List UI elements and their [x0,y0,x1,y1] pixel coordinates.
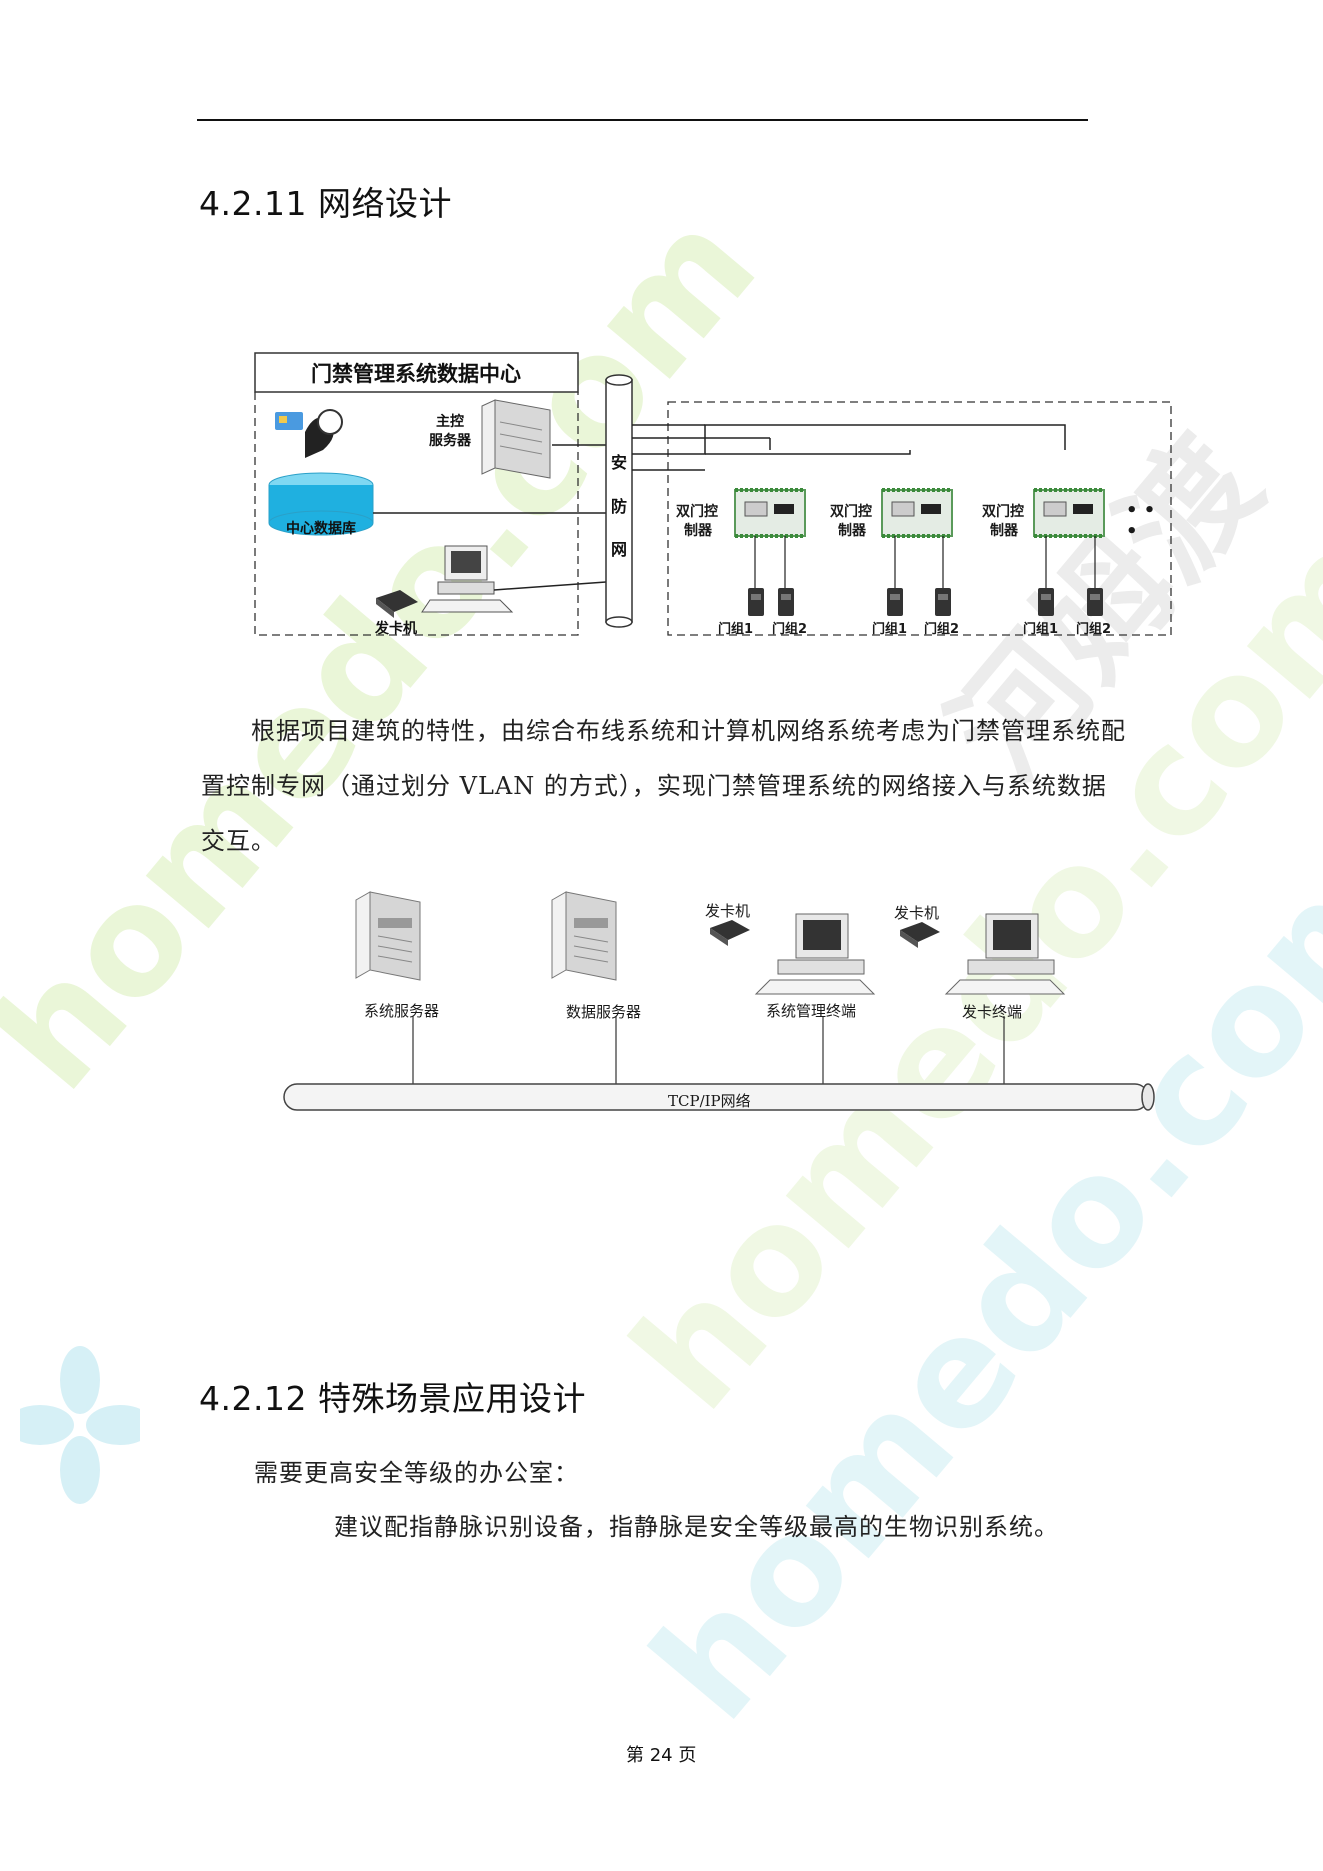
controller-label-1: 双门控 [830,504,872,520]
section-title-special-scenario: 4.2.12 特殊场景应用设计 [199,1379,586,1418]
backbone-char-2: 防 [611,497,627,516]
controller-board-icon [1033,488,1105,538]
controller-label-2: 制器 [684,523,712,539]
header-rule [197,119,1088,121]
central-database-icon [268,472,374,536]
door-group-1-label: 门组1 [718,622,754,637]
tcpip-network-diagram [283,891,1155,1111]
controller-group-3: 双门控 制器 门组1 门组2 • • • [978,450,1168,640]
backbone-char-3: 网 [611,540,627,559]
controller-board-icon [734,488,806,538]
controller-board-icon [881,488,953,538]
paragraph-high-security-office: 需要更高安全等级的办公室： [254,1459,579,1487]
main-server-icon [481,399,551,479]
page-number: 第 24 页 [626,1745,697,1766]
door-reader-2-icon [1087,588,1103,616]
door-group-1-label: 门组1 [1023,622,1059,637]
node-label-management-terminal: 系统管理终端 [766,1002,857,1020]
door-group-2-label: 门组2 [924,622,960,637]
controllers-panel [667,401,1172,636]
bus-label: TCP/IP网络 [668,1092,751,1110]
door-reader-1-icon [748,588,764,616]
workstation-icon [421,545,514,613]
door-group-1-label: 门组1 [872,622,908,637]
controller-group-1: 双门控 制器 门组1 门组2 [670,450,840,640]
backbone-char-1: 安 [611,453,627,472]
security-network-backbone [605,374,633,628]
door-reader-1-icon [887,588,903,616]
card-issuer-icon-2 [900,922,940,948]
more-controllers-ellipsis: • • • [1126,500,1156,542]
datacenter-panel: 门禁管理系统数据中心 [254,352,579,636]
node-label-system-server: 系统服务器 [364,1002,440,1020]
datacenter-title: 门禁管理系统数据中心 [311,362,521,386]
watermark-flower-icon [20,1346,140,1504]
door-reader-2-icon [778,588,794,616]
controller-group-2: 双门控 制器 门组1 门组2 [825,450,995,640]
main-server-label-2: 服务器 [429,432,472,449]
node-label-card-terminal: 发卡终端 [962,1003,1023,1021]
section-title-network: 4.2.11 网络设计 [199,184,452,223]
node-label-data-server: 数据服务器 [566,1003,642,1021]
management-terminal-icon [754,913,876,995]
controller-label-1: 双门控 [676,504,718,520]
card-issuer-label: 发卡机 [374,620,417,637]
door-group-2-label: 门组2 [772,622,808,637]
data-server-icon [551,891,617,981]
card-issuer-icon [376,590,418,618]
card-reader-icon [275,409,343,458]
controller-label-2: 制器 [838,523,866,539]
card-terminal-icon [944,913,1066,995]
access-control-topology-diagram: 门禁管理系统数据中心 主控 服务器 中心数据库 发卡机 [254,352,1172,637]
paragraph-finger-vein-recommendation: 建议配指静脉识别设备，指静脉是安全等级最高的生物识别系统。 [334,1513,1059,1541]
central-db-label: 中心数据库 [286,520,356,537]
door-reader-1-icon [1038,588,1054,616]
controller-label-1: 双门控 [982,504,1024,520]
door-group-2-label: 门组2 [1076,622,1112,637]
tcpip-bus [283,1083,1155,1111]
paragraph-network-description: 根据项目建筑的特性，由综合布线系统和计算机网络系统考虑为门禁管理系统配置控制专网… [201,717,1126,855]
main-server-label-1: 主控 [436,413,464,430]
card-issuer-label-2: 发卡机 [894,904,940,922]
card-issuer-icon-1 [710,920,750,946]
door-reader-2-icon [935,588,951,616]
card-issuer-label-1: 发卡机 [705,902,751,920]
system-server-icon [355,891,421,981]
controller-label-2: 制器 [990,523,1018,539]
